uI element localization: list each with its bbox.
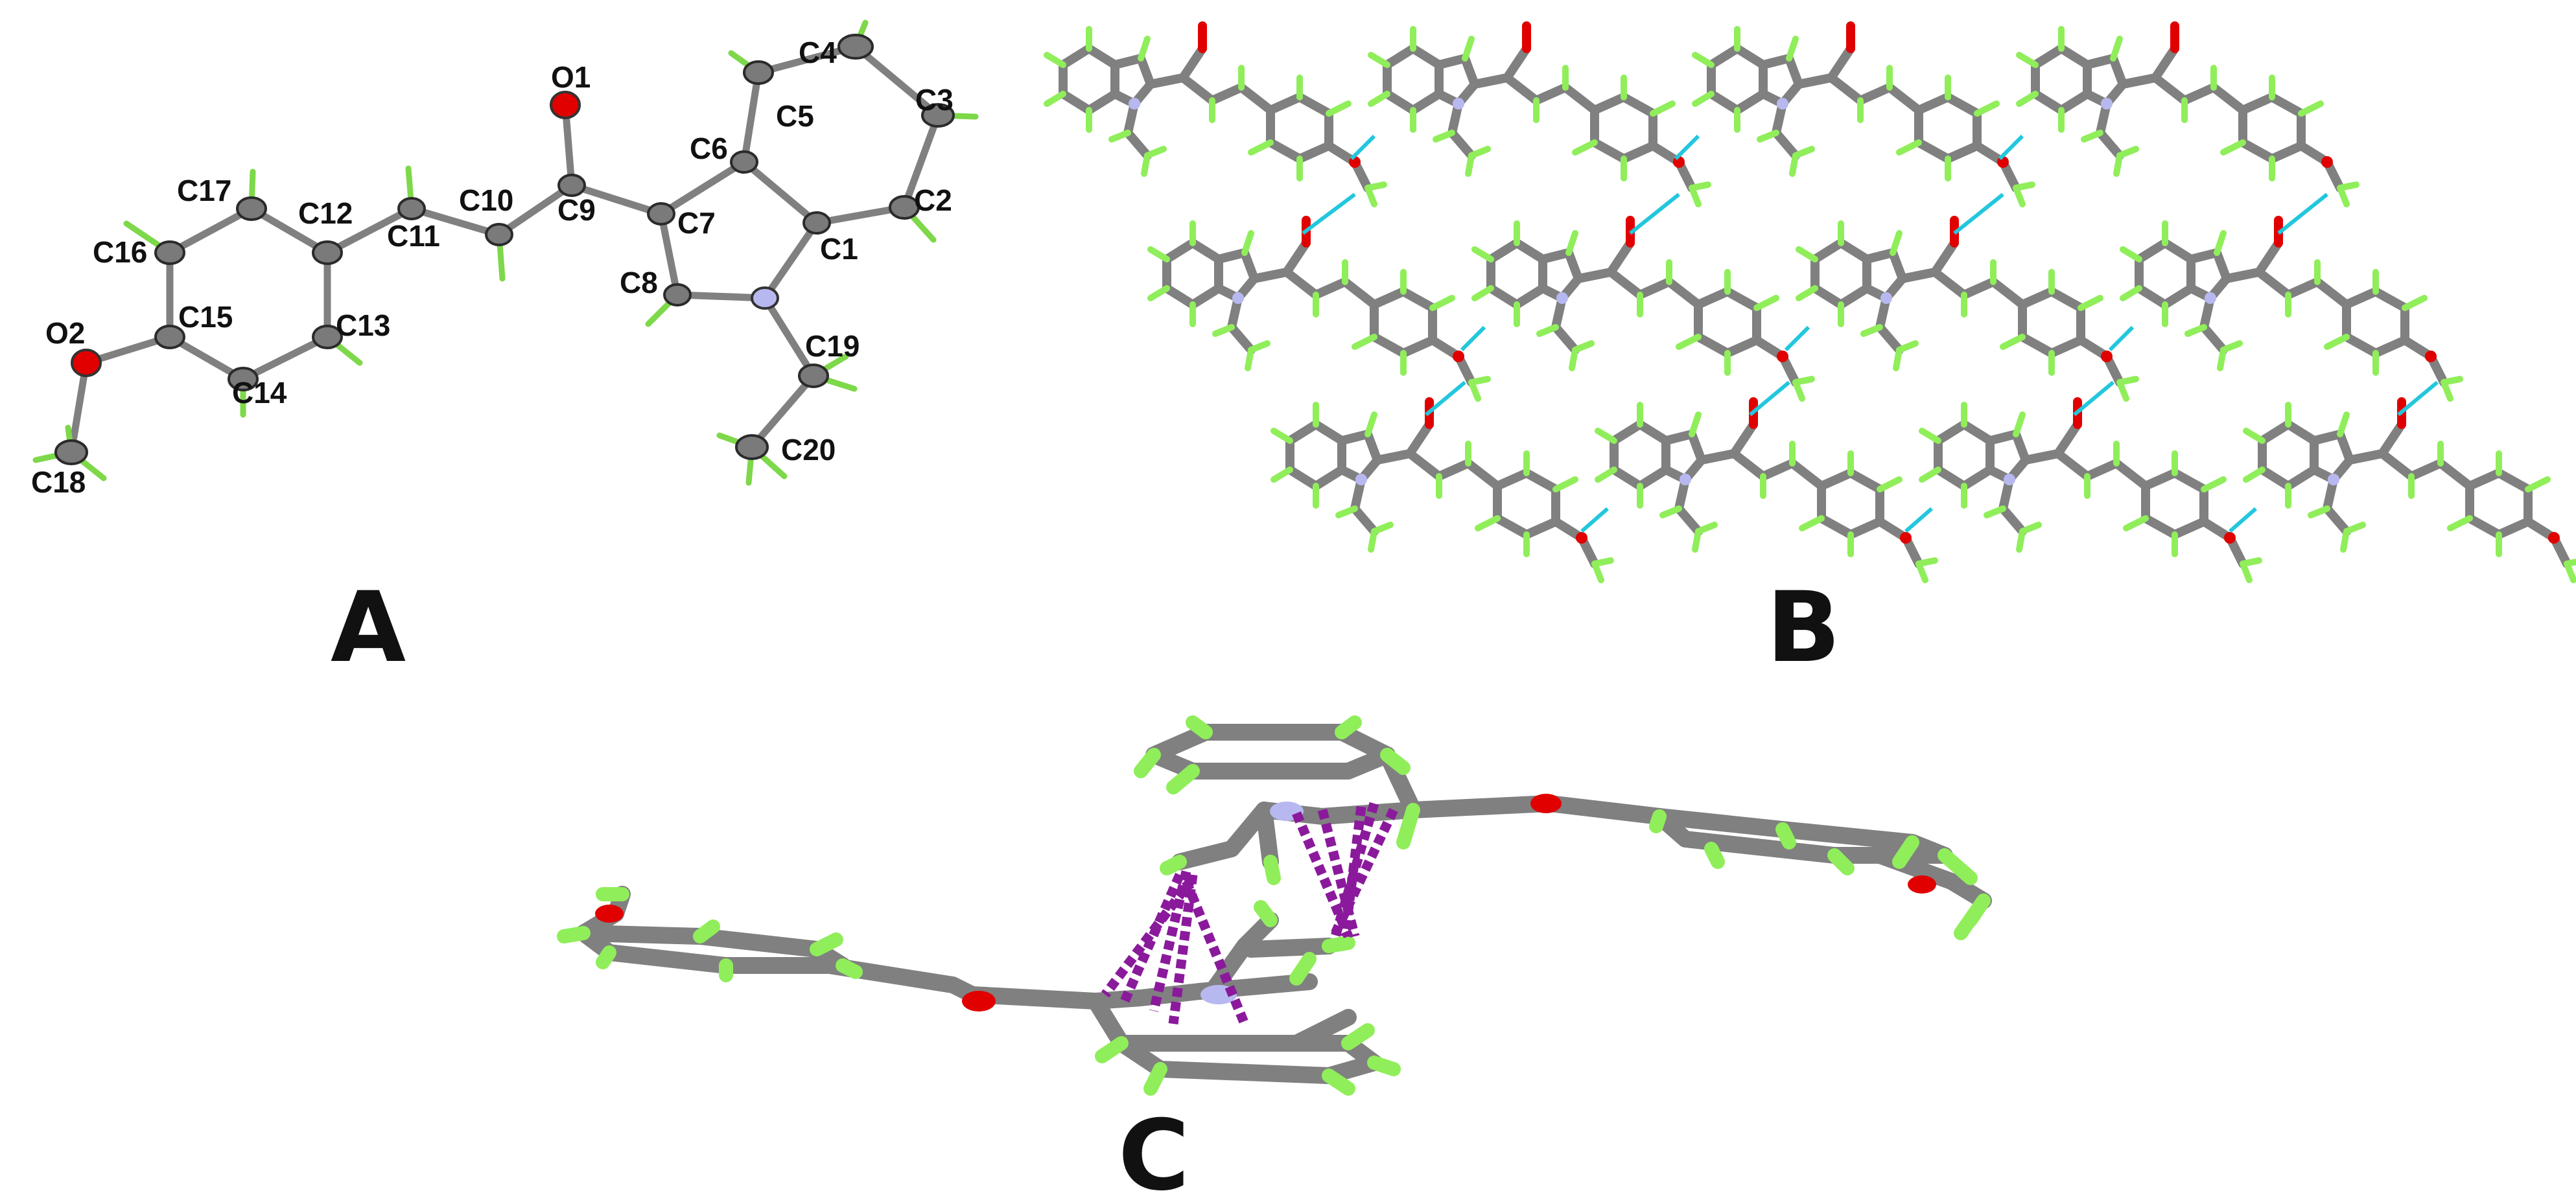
packing-molecule xyxy=(1274,402,1611,580)
label-o2: O2 xyxy=(45,316,85,350)
label-c14: C14 xyxy=(232,376,287,410)
label-c18: C18 xyxy=(31,465,86,499)
panel-label-a: A xyxy=(331,572,406,684)
label-c10: C10 xyxy=(459,183,513,217)
packing-molecule xyxy=(1371,26,1708,204)
atom-o1 xyxy=(550,91,581,119)
packing-molecule xyxy=(1695,26,2032,204)
label-c4: C4 xyxy=(799,36,837,69)
packing-molecule xyxy=(2246,402,2576,580)
label-c5: C5 xyxy=(776,99,814,133)
panel-c-dimer: C xyxy=(557,715,1992,1202)
packing-molecule xyxy=(1047,26,1384,204)
packing-molecule xyxy=(1598,402,1935,580)
upper-molecule xyxy=(1134,715,1992,940)
panel-label-b: B xyxy=(1766,572,1840,684)
pi-interactions xyxy=(1101,802,1398,1026)
label-c20: C20 xyxy=(781,433,836,467)
label-c11: C11 xyxy=(387,219,440,253)
label-c7: C7 xyxy=(677,206,716,240)
label-c2: C2 xyxy=(914,183,952,217)
label-c12: C12 xyxy=(298,196,353,230)
packing-molecule xyxy=(2019,26,2356,204)
label-c3: C3 xyxy=(915,83,954,117)
hydrogen-bonds xyxy=(1302,134,2439,533)
panel-b-packing: B xyxy=(1047,26,2576,684)
panel-a-ortep: O1 C4 C5 C3 C6 C2 C17 C12 C11 C10 C9 C7 … xyxy=(31,19,979,684)
panel-label-c: C xyxy=(1118,1100,1189,1202)
label-c1: C1 xyxy=(820,232,858,266)
label-c8: C8 xyxy=(620,266,658,299)
packing-molecule xyxy=(1799,220,2136,399)
label-o1: O1 xyxy=(551,60,591,94)
packing-molecule xyxy=(1922,402,2259,580)
packing-molecule xyxy=(1475,220,1812,399)
label-c17: C17 xyxy=(177,174,231,207)
atom-n1 xyxy=(751,286,779,310)
atom-o2 xyxy=(71,349,102,377)
packing-molecule xyxy=(2123,220,2460,399)
packing-molecule xyxy=(1151,220,1488,399)
label-c16: C16 xyxy=(93,235,147,269)
panel-a-atom-labels: O1 C4 C5 C3 C6 C2 C17 C12 C11 C10 C9 C7 … xyxy=(31,36,954,499)
lower-molecule xyxy=(557,886,1401,1096)
label-c6: C6 xyxy=(690,132,728,165)
label-c15: C15 xyxy=(178,300,233,334)
label-c9: C9 xyxy=(557,193,596,227)
label-c19: C19 xyxy=(805,329,860,363)
panel-a-ellipsoids xyxy=(54,34,955,465)
label-c13: C13 xyxy=(336,308,390,342)
